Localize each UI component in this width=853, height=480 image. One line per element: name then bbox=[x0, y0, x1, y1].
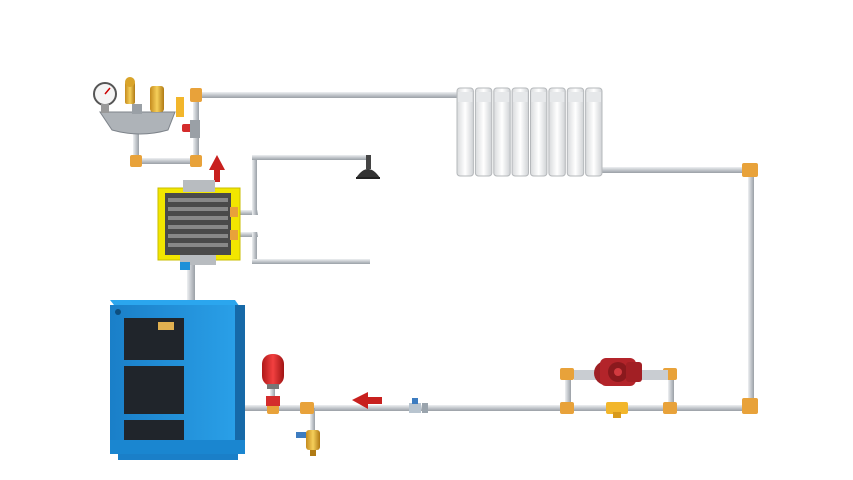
return-flow-arrow bbox=[352, 392, 382, 409]
air-vent-icon bbox=[150, 86, 164, 112]
dhw-pipe-riser bbox=[252, 155, 257, 215]
radiator-section-header bbox=[531, 92, 546, 102]
radiator-section-header bbox=[586, 92, 601, 102]
cold-water-pipe bbox=[252, 259, 370, 264]
fitting bbox=[300, 402, 314, 414]
heat-exchanger-coil bbox=[168, 198, 228, 247]
radiator-section-header bbox=[476, 92, 491, 102]
fitting bbox=[190, 88, 202, 102]
safety-valve-icon bbox=[125, 82, 135, 104]
radiator-section bbox=[493, 87, 511, 177]
radiator-section bbox=[511, 87, 529, 177]
radiator-section bbox=[456, 87, 474, 177]
safety-group bbox=[93, 77, 200, 138]
pump-bypass-left bbox=[565, 372, 571, 408]
safety-group-link bbox=[133, 158, 195, 164]
boiler-lower-door bbox=[124, 366, 184, 414]
radiator-outlet-pipe bbox=[600, 167, 754, 173]
dhw-pipe-top bbox=[252, 155, 370, 160]
fitting bbox=[742, 398, 758, 414]
solid-fuel-boiler-icon bbox=[110, 300, 245, 460]
radiator-section-header bbox=[568, 92, 583, 102]
fitting bbox=[190, 155, 202, 167]
pump-bypass-right bbox=[668, 372, 674, 408]
expansion-tank-icon bbox=[262, 354, 284, 406]
radiator-section-header bbox=[458, 92, 473, 102]
supply-flow-arrow bbox=[209, 155, 225, 182]
radiator-section-header bbox=[513, 92, 528, 102]
return-pipe-bottom bbox=[238, 405, 754, 411]
radiator-section bbox=[566, 87, 585, 177]
radiator-section bbox=[548, 87, 566, 177]
fitting bbox=[663, 402, 677, 414]
boiler-ash-door bbox=[124, 420, 184, 440]
fitting bbox=[560, 402, 574, 414]
boiler-flow-pipe bbox=[187, 260, 195, 302]
safety-group-manifold bbox=[99, 111, 176, 135]
radiator-icon bbox=[456, 87, 603, 177]
safety-group-pipe bbox=[133, 132, 139, 162]
fitting bbox=[130, 155, 142, 167]
radiator-section-header bbox=[549, 92, 565, 102]
boiler-nameplate bbox=[158, 322, 174, 330]
circulation-pump-icon bbox=[574, 358, 668, 386]
shower-head-icon bbox=[356, 155, 380, 179]
radiator-section-header bbox=[494, 92, 510, 102]
filter-strainer-icon bbox=[606, 402, 628, 418]
right-return-riser bbox=[748, 167, 754, 410]
dhw-pipe-drop bbox=[252, 232, 257, 264]
drain-pipe bbox=[310, 408, 315, 430]
fitting bbox=[742, 163, 758, 177]
supply-pipe-top bbox=[192, 92, 460, 98]
ball-valve-icon bbox=[182, 124, 192, 132]
dhw-pipe-return bbox=[236, 232, 258, 237]
radiator-section bbox=[474, 87, 493, 177]
radiator-section bbox=[585, 87, 603, 177]
check-valve-icon bbox=[409, 398, 428, 413]
radiator-section bbox=[530, 87, 548, 177]
heat-exchanger bbox=[157, 180, 241, 270]
drain-valve-icon bbox=[296, 430, 320, 456]
dhw-pipe-out bbox=[236, 210, 258, 215]
fitting bbox=[560, 368, 574, 380]
boiler-upper-door bbox=[124, 318, 184, 360]
